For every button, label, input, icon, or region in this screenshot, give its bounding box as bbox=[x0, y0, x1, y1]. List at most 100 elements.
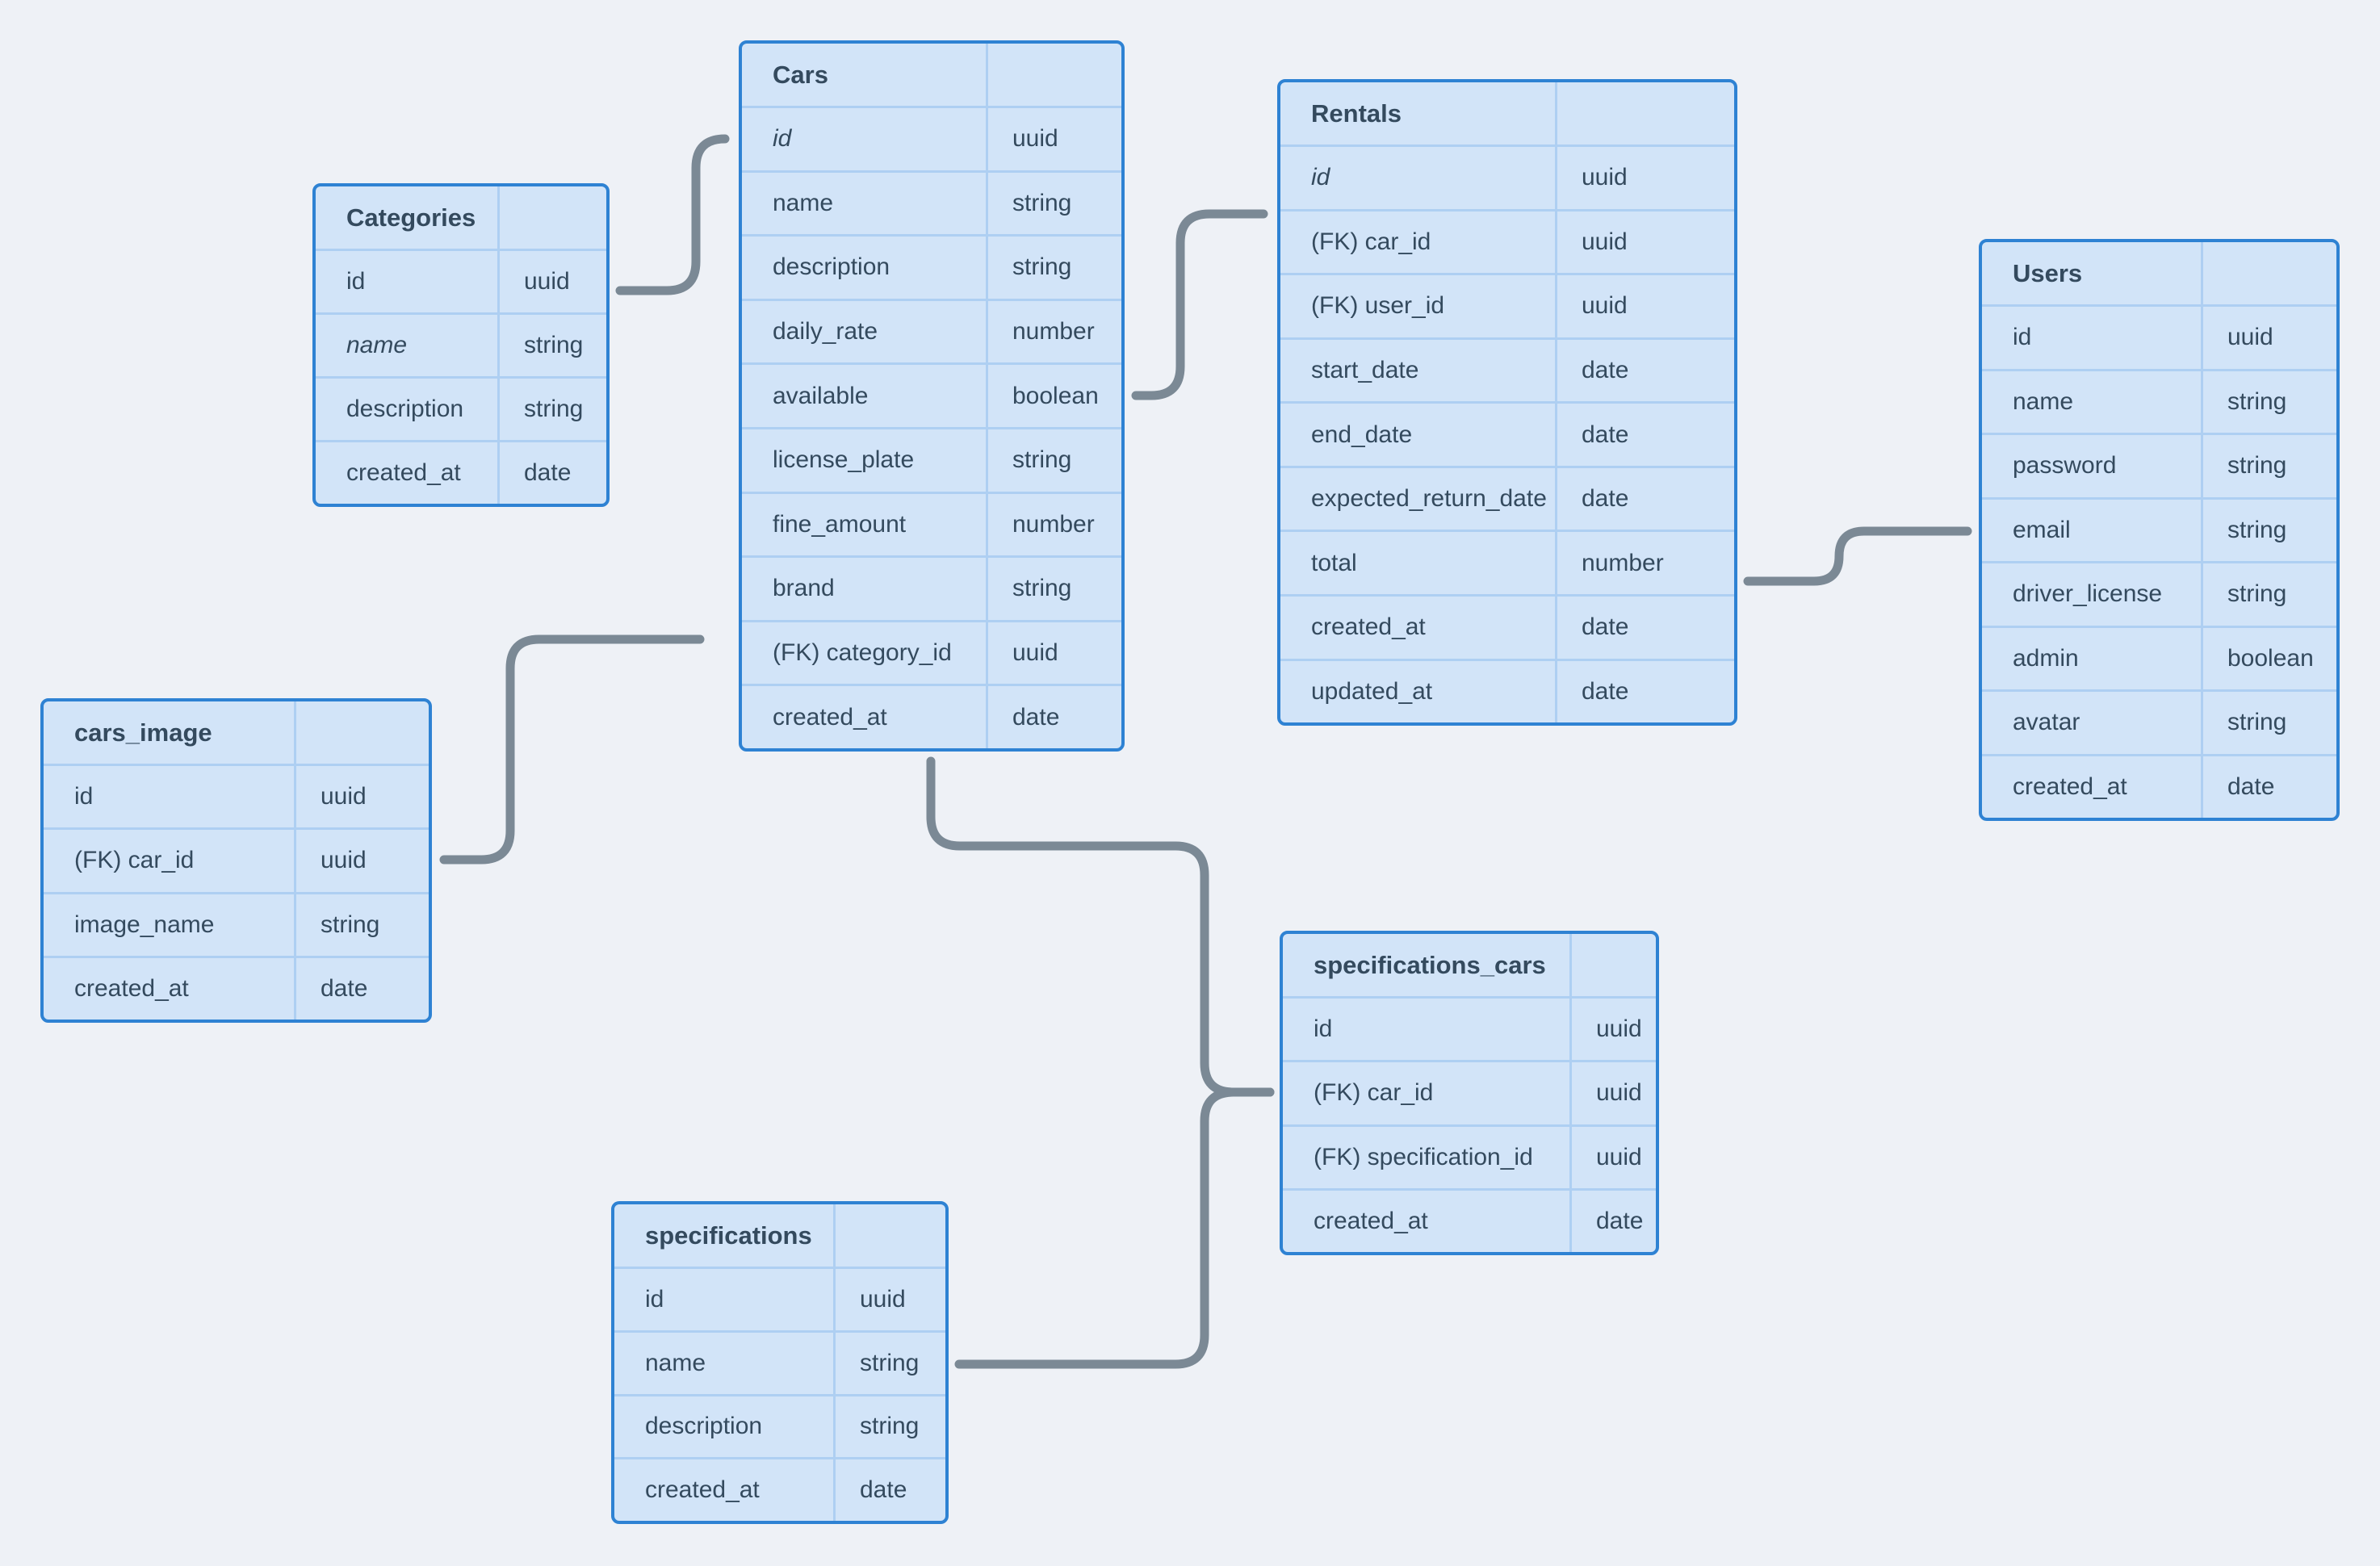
field-type: date bbox=[1555, 660, 1734, 722]
field-name: description bbox=[346, 396, 464, 422]
field-name: name bbox=[346, 332, 408, 358]
field-type: date bbox=[497, 442, 606, 504]
connector-specifications-name-to-specifications_cars-car_id[interactable] bbox=[954, 1087, 1275, 1369]
field-type: uuid bbox=[1555, 275, 1734, 337]
field-type: string bbox=[2201, 371, 2336, 433]
table-title: Rentals bbox=[1311, 99, 1402, 128]
field-type: string bbox=[2201, 563, 2336, 626]
field-row-rentals[interactable]: updated_at date bbox=[1280, 658, 1734, 722]
field-name: expected_return_date bbox=[1311, 485, 1547, 513]
field-name: fine_amount bbox=[773, 510, 907, 538]
field-type: string bbox=[986, 172, 1121, 235]
table-title: specifications_cars bbox=[1314, 951, 1546, 979]
field-type: string bbox=[2201, 435, 2336, 497]
field-name: admin bbox=[2013, 644, 2079, 672]
field-name: (FK) car_id bbox=[1311, 228, 1431, 255]
table-title: Cars bbox=[773, 61, 828, 89]
field-name: driver_license bbox=[2013, 580, 2163, 608]
connector-cars-available-to-rentals-car_id[interactable] bbox=[1131, 209, 1268, 400]
connector-rentals-total-to-users-email[interactable] bbox=[1743, 526, 1972, 586]
table-title: specifications bbox=[645, 1221, 812, 1250]
field-name: description bbox=[773, 253, 890, 281]
field-name: updated_at bbox=[1311, 677, 1433, 705]
field-type: uuid bbox=[986, 108, 1121, 170]
field-type: date bbox=[1555, 339, 1734, 402]
field-name: id bbox=[1311, 164, 1330, 191]
field-row-users[interactable]: driver_license string bbox=[1982, 561, 2336, 626]
field-type: uuid bbox=[1569, 1062, 1656, 1124]
table-title-spacer bbox=[2201, 242, 2336, 304]
field-type: number bbox=[986, 300, 1121, 363]
field-name: image_name bbox=[74, 911, 215, 938]
field-name: total bbox=[1311, 549, 1357, 576]
field-type: string bbox=[294, 894, 429, 956]
field-name: (FK) user_id bbox=[1311, 292, 1445, 320]
connector-categories-id-to-cars-id[interactable] bbox=[615, 134, 730, 295]
field-type: string bbox=[2201, 692, 2336, 754]
field-row-rentals[interactable]: (FK) user_id uuid bbox=[1280, 273, 1734, 337]
field-name: created_at bbox=[74, 974, 189, 1002]
field-name: id bbox=[74, 783, 94, 810]
table-title-spacer bbox=[1569, 934, 1656, 996]
field-row-cars_image[interactable]: image_name string bbox=[44, 891, 429, 956]
table-title: cars_image bbox=[74, 718, 212, 747]
field-name: brand bbox=[773, 575, 835, 602]
field-name: (FK) car_id bbox=[74, 847, 195, 874]
connector-cars_image-car_id-to-cars-category_id[interactable] bbox=[439, 634, 705, 865]
field-type: date bbox=[833, 1459, 945, 1521]
field-name: id bbox=[2013, 324, 2032, 351]
connector-cars-bottom-to-specifications_cars-car_id[interactable] bbox=[926, 756, 1275, 1097]
field-name: daily_rate bbox=[773, 318, 878, 345]
field-name: (FK) specification_id bbox=[1314, 1143, 1533, 1170]
field-name: license_plate bbox=[773, 446, 915, 474]
field-row-cars[interactable]: daily_rate number bbox=[742, 298, 1121, 363]
table-header-row: Categories bbox=[316, 186, 606, 249]
